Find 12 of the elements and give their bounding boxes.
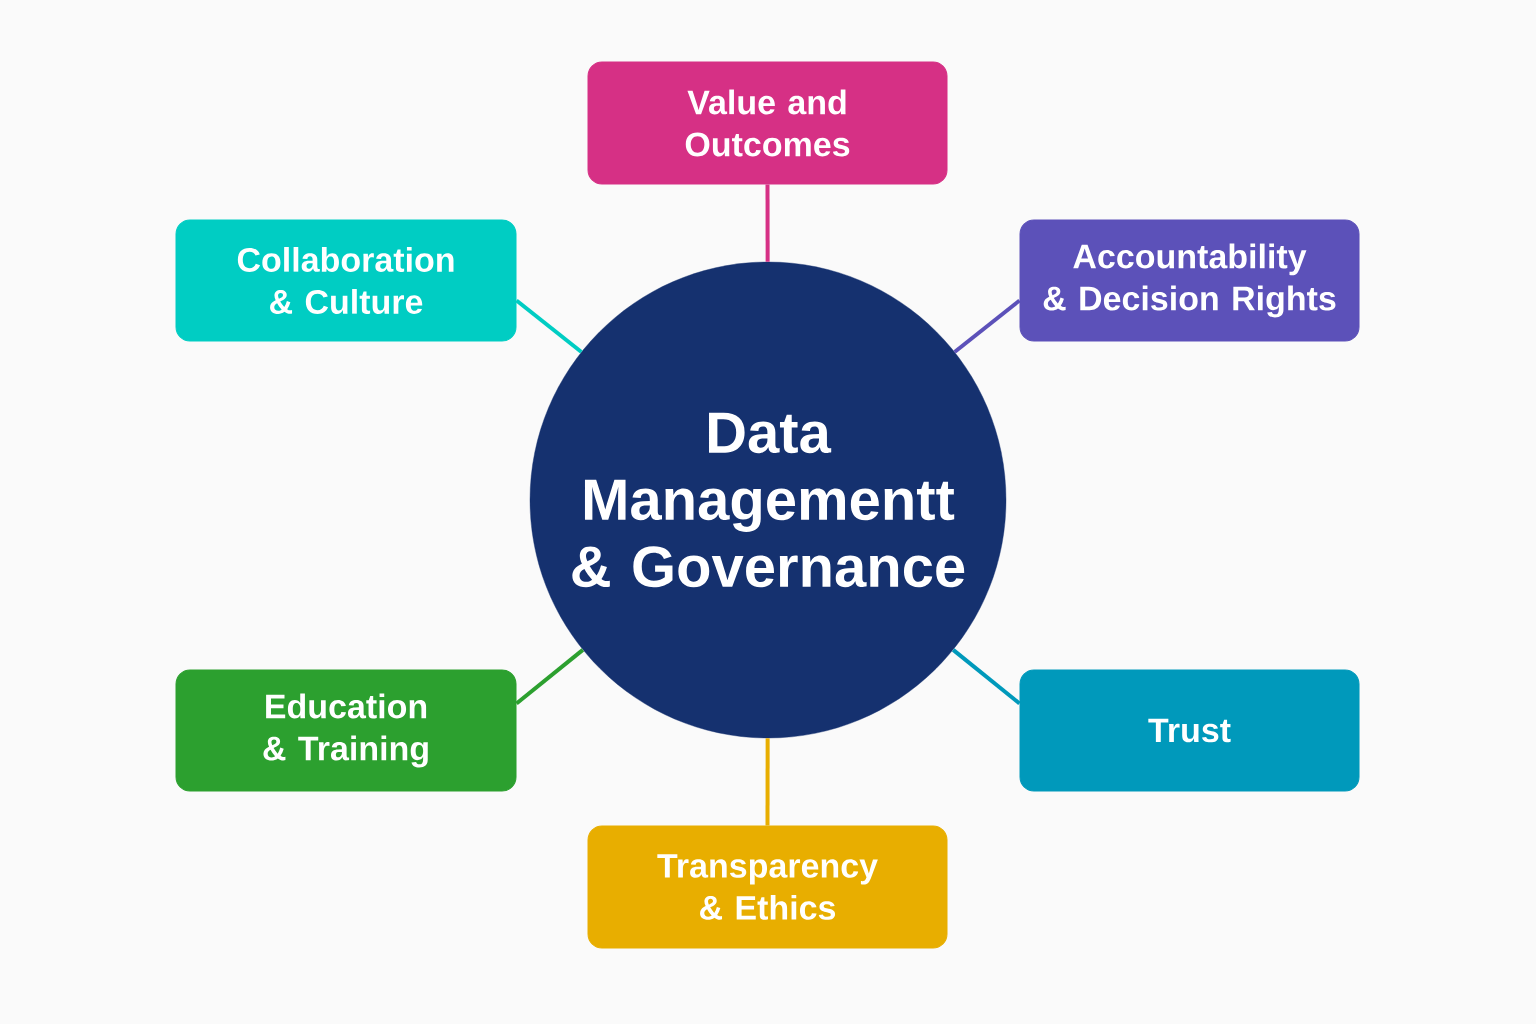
connector-line [515, 298, 583, 354]
connector-line [765, 738, 770, 826]
connector-line [951, 648, 1021, 706]
connector-line [765, 184, 770, 262]
topic-box: Accountability & Decision Rights [1019, 219, 1360, 342]
topic-box: Collaboration & Culture [175, 219, 517, 342]
connector-line [515, 648, 585, 706]
topic-box: Education & Training [175, 669, 517, 792]
topic-box: Transparency & Ethics [587, 825, 948, 949]
topic-box: Trust [1019, 669, 1360, 792]
topic-box: Value and Outcomes [587, 61, 948, 185]
connector-line [953, 298, 1021, 354]
